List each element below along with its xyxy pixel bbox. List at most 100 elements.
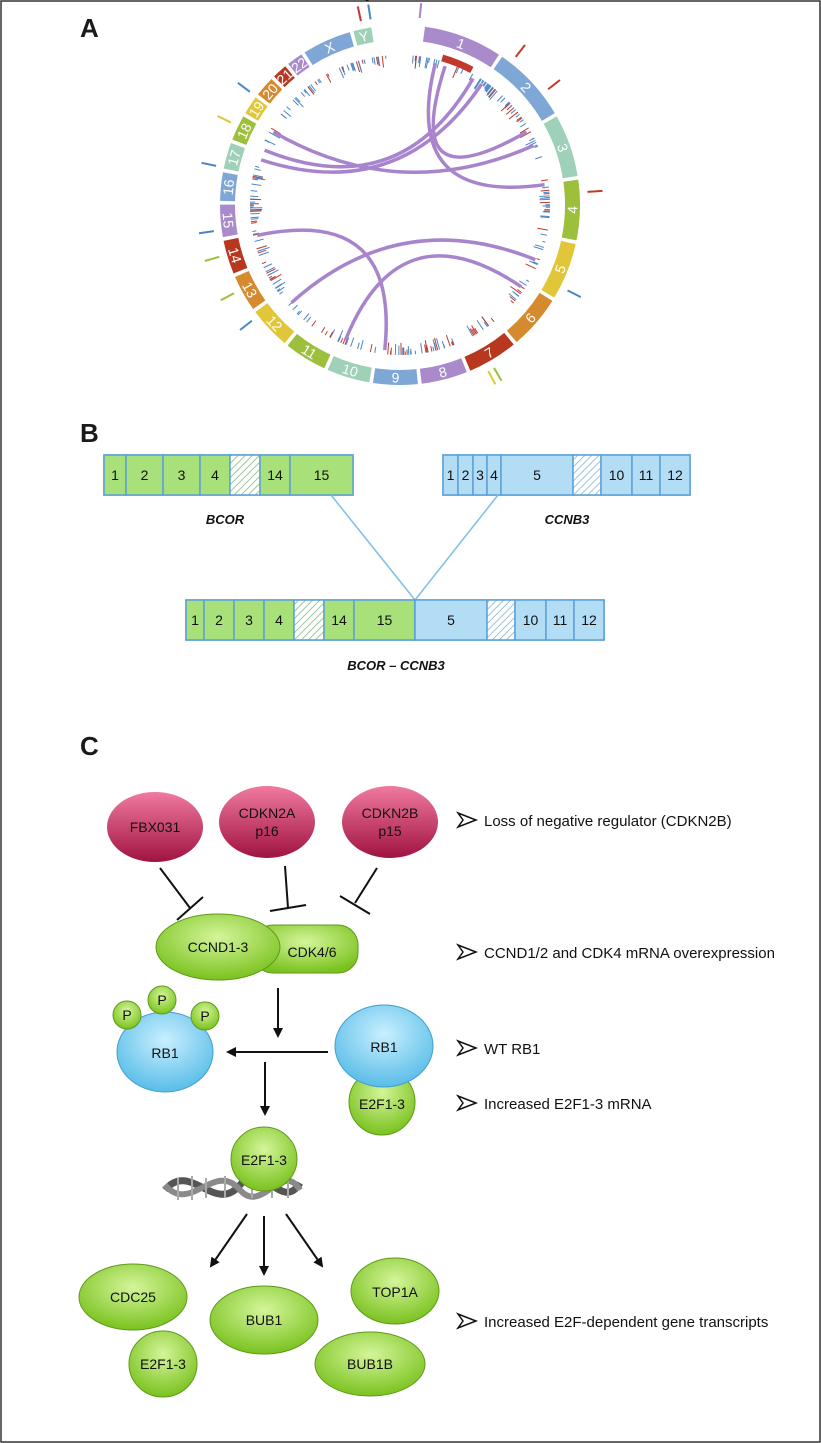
rb1-bound-node (334, 1004, 434, 1088)
note-1: Loss of negative regulator (CDKN2B) (455, 811, 732, 830)
regulator-cdkn2b: CDKN2B p15 (342, 786, 438, 858)
panel-c-letter: C (80, 731, 99, 761)
regulator-cdkn2b-sublabel: p15 (378, 823, 402, 839)
fusion-gene-ccnb3-part-exon-label: 5 (447, 612, 455, 628)
chromosome-label-9: 9 (391, 369, 399, 385)
note-3-bullet-icon (455, 1039, 479, 1057)
regulator-cdkn2a-label: CDKN2A (239, 805, 296, 821)
chromosome-band-16 (220, 172, 238, 202)
phosphate-3 (190, 1001, 220, 1031)
rb1-bound-label: RB1 (370, 1039, 397, 1055)
target-bub1 (209, 1285, 319, 1355)
cdk46-label: CDK4/6 (287, 944, 336, 960)
fusion-gene-bcor-part-exon-label: 4 (275, 612, 283, 628)
phosphate-1-label: P (122, 1007, 131, 1023)
inhibition-lines (159, 865, 378, 921)
chromosome-band-3 (543, 116, 578, 179)
note-5-bullet-icon (455, 1312, 479, 1330)
bcor-gene-exon-label: 1 (111, 467, 119, 483)
chromosome-band-15 (220, 204, 238, 238)
arrow-to-target-left (209, 1213, 248, 1268)
bcor-gene-exon-3 (162, 454, 201, 496)
chromosome-band-17 (223, 143, 246, 172)
chromosome-band-9 (372, 368, 418, 386)
cdk-complex: CCND1-3 CDK4/6 (155, 913, 359, 981)
fusion-breakpoint-line-bcor (330, 494, 416, 601)
fusion-gene-ccnb3-part-exon-label: 12 (581, 612, 597, 628)
ccnb3-gene-exon-label: 12 (667, 467, 683, 483)
chromosome-band-21 (274, 66, 295, 88)
inhibition-line-cdkn2b (354, 867, 378, 904)
fusion-gene-name: BCOR – CCNB3 (347, 658, 445, 673)
target-genes: CDC25 BUB1 TOP1A E2F1-3 BUB1B (78, 1257, 440, 1398)
target-cdc25 (78, 1263, 188, 1331)
note-3-text: WT RB1 (484, 1041, 540, 1058)
fusion-gene-bcor-part-exon-label: 15 (377, 612, 393, 628)
chromosome-band-5 (541, 240, 576, 298)
note-2: CCND1/2 and CDK4 mRNA overexpression (455, 943, 775, 962)
phosphate-1 (112, 1000, 142, 1030)
fusion-gene-ccnb3-part-exon-11 (545, 599, 575, 641)
chromosome-band-20 (257, 79, 283, 104)
bcor-gene-exon-label: 4 (211, 467, 219, 483)
fusion-gene-bcor-part-exon-label: 14 (331, 612, 347, 628)
fusion-breakpoint-line-ccnb3 (414, 494, 499, 601)
bcor-gene-exon-label: 15 (314, 467, 330, 483)
fusion-gene-bcor-part-exon-label: 3 (245, 612, 253, 628)
pathway-notes: Loss of negative regulator (CDKN2B) CCND… (455, 811, 775, 1331)
panel-a-letter: A (80, 13, 99, 43)
target-e2f (128, 1330, 198, 1398)
bcor-gene-exon-15 (289, 454, 354, 496)
fusion-gene-bcor-part-exon-4 (263, 599, 295, 641)
ccnb3-gene-exon-12 (659, 454, 691, 496)
chromosome-band-6 (506, 292, 553, 343)
target-top1a-label: TOP1A (372, 1284, 418, 1300)
target-bub1b-label: BUB1B (347, 1356, 393, 1372)
note-3: WT RB1 (455, 1039, 540, 1058)
ccnb3-gene-exon-label: 10 (609, 467, 625, 483)
inhibition-line-fbx031 (159, 867, 191, 909)
fusion-gene-ccnb3-part-exon-label: 11 (553, 612, 568, 628)
chromosome-band-14 (223, 237, 248, 274)
note-4-bullet-icon (455, 1094, 479, 1112)
fusion-gene-ccnb3-part-exon-12 (573, 599, 605, 641)
translocation-links (256, 62, 545, 351)
ccnb3-gene-exon-label: 3 (476, 467, 484, 483)
ccnb3-gene-exon-gap (572, 454, 602, 496)
target-top1a (350, 1257, 440, 1325)
e2f-dna-label: E2F1-3 (241, 1152, 287, 1168)
chromosome-band-Y (353, 27, 374, 46)
chromosome-band-8 (419, 358, 467, 384)
chromosome-label-17: 17 (224, 148, 244, 168)
note-4-text: Increased E2F1-3 mRNA (484, 1096, 652, 1113)
regulator-cdkn2a: CDKN2A p16 (219, 786, 315, 858)
fusion-gene-bcor-part-exon-gap (293, 599, 325, 641)
note-5: Increased E2F-dependent gene transcripts (455, 1312, 768, 1331)
copy-number-track (249, 55, 551, 355)
fusion-gene-bcor-part-exon-label: 1 (191, 612, 199, 628)
chromosome-label-4: 4 (564, 206, 580, 214)
bcor-gene-exon-4 (199, 454, 231, 496)
pathway-arrows (209, 988, 328, 1276)
bcor-gene-exon-label: 14 (267, 467, 283, 483)
chromosome-label-13: 13 (239, 279, 261, 301)
outer-variant-marks (198, 3, 603, 385)
fusion-gene-bcor-part-exon-2 (203, 599, 235, 641)
ccnb3-gene-exon-label: 1 (447, 467, 455, 483)
note-2-text: CCND1/2 and CDK4 mRNA overexpression (484, 945, 775, 962)
regulator-fbx031: FBX031 (107, 792, 203, 862)
regulator-cdkn2b-label: CDKN2B (362, 805, 419, 821)
chromosome-band-10 (327, 356, 372, 383)
e2f-bound-label: E2F1-3 (359, 1096, 405, 1112)
bcor-gene-exon-gap (229, 454, 261, 496)
ccnd-node (155, 913, 281, 981)
chromosome-band-13 (235, 270, 266, 309)
chromosome-label-16: 16 (220, 178, 238, 195)
chromosome-band-22 (288, 54, 310, 76)
e2f-dna-node (230, 1126, 298, 1192)
